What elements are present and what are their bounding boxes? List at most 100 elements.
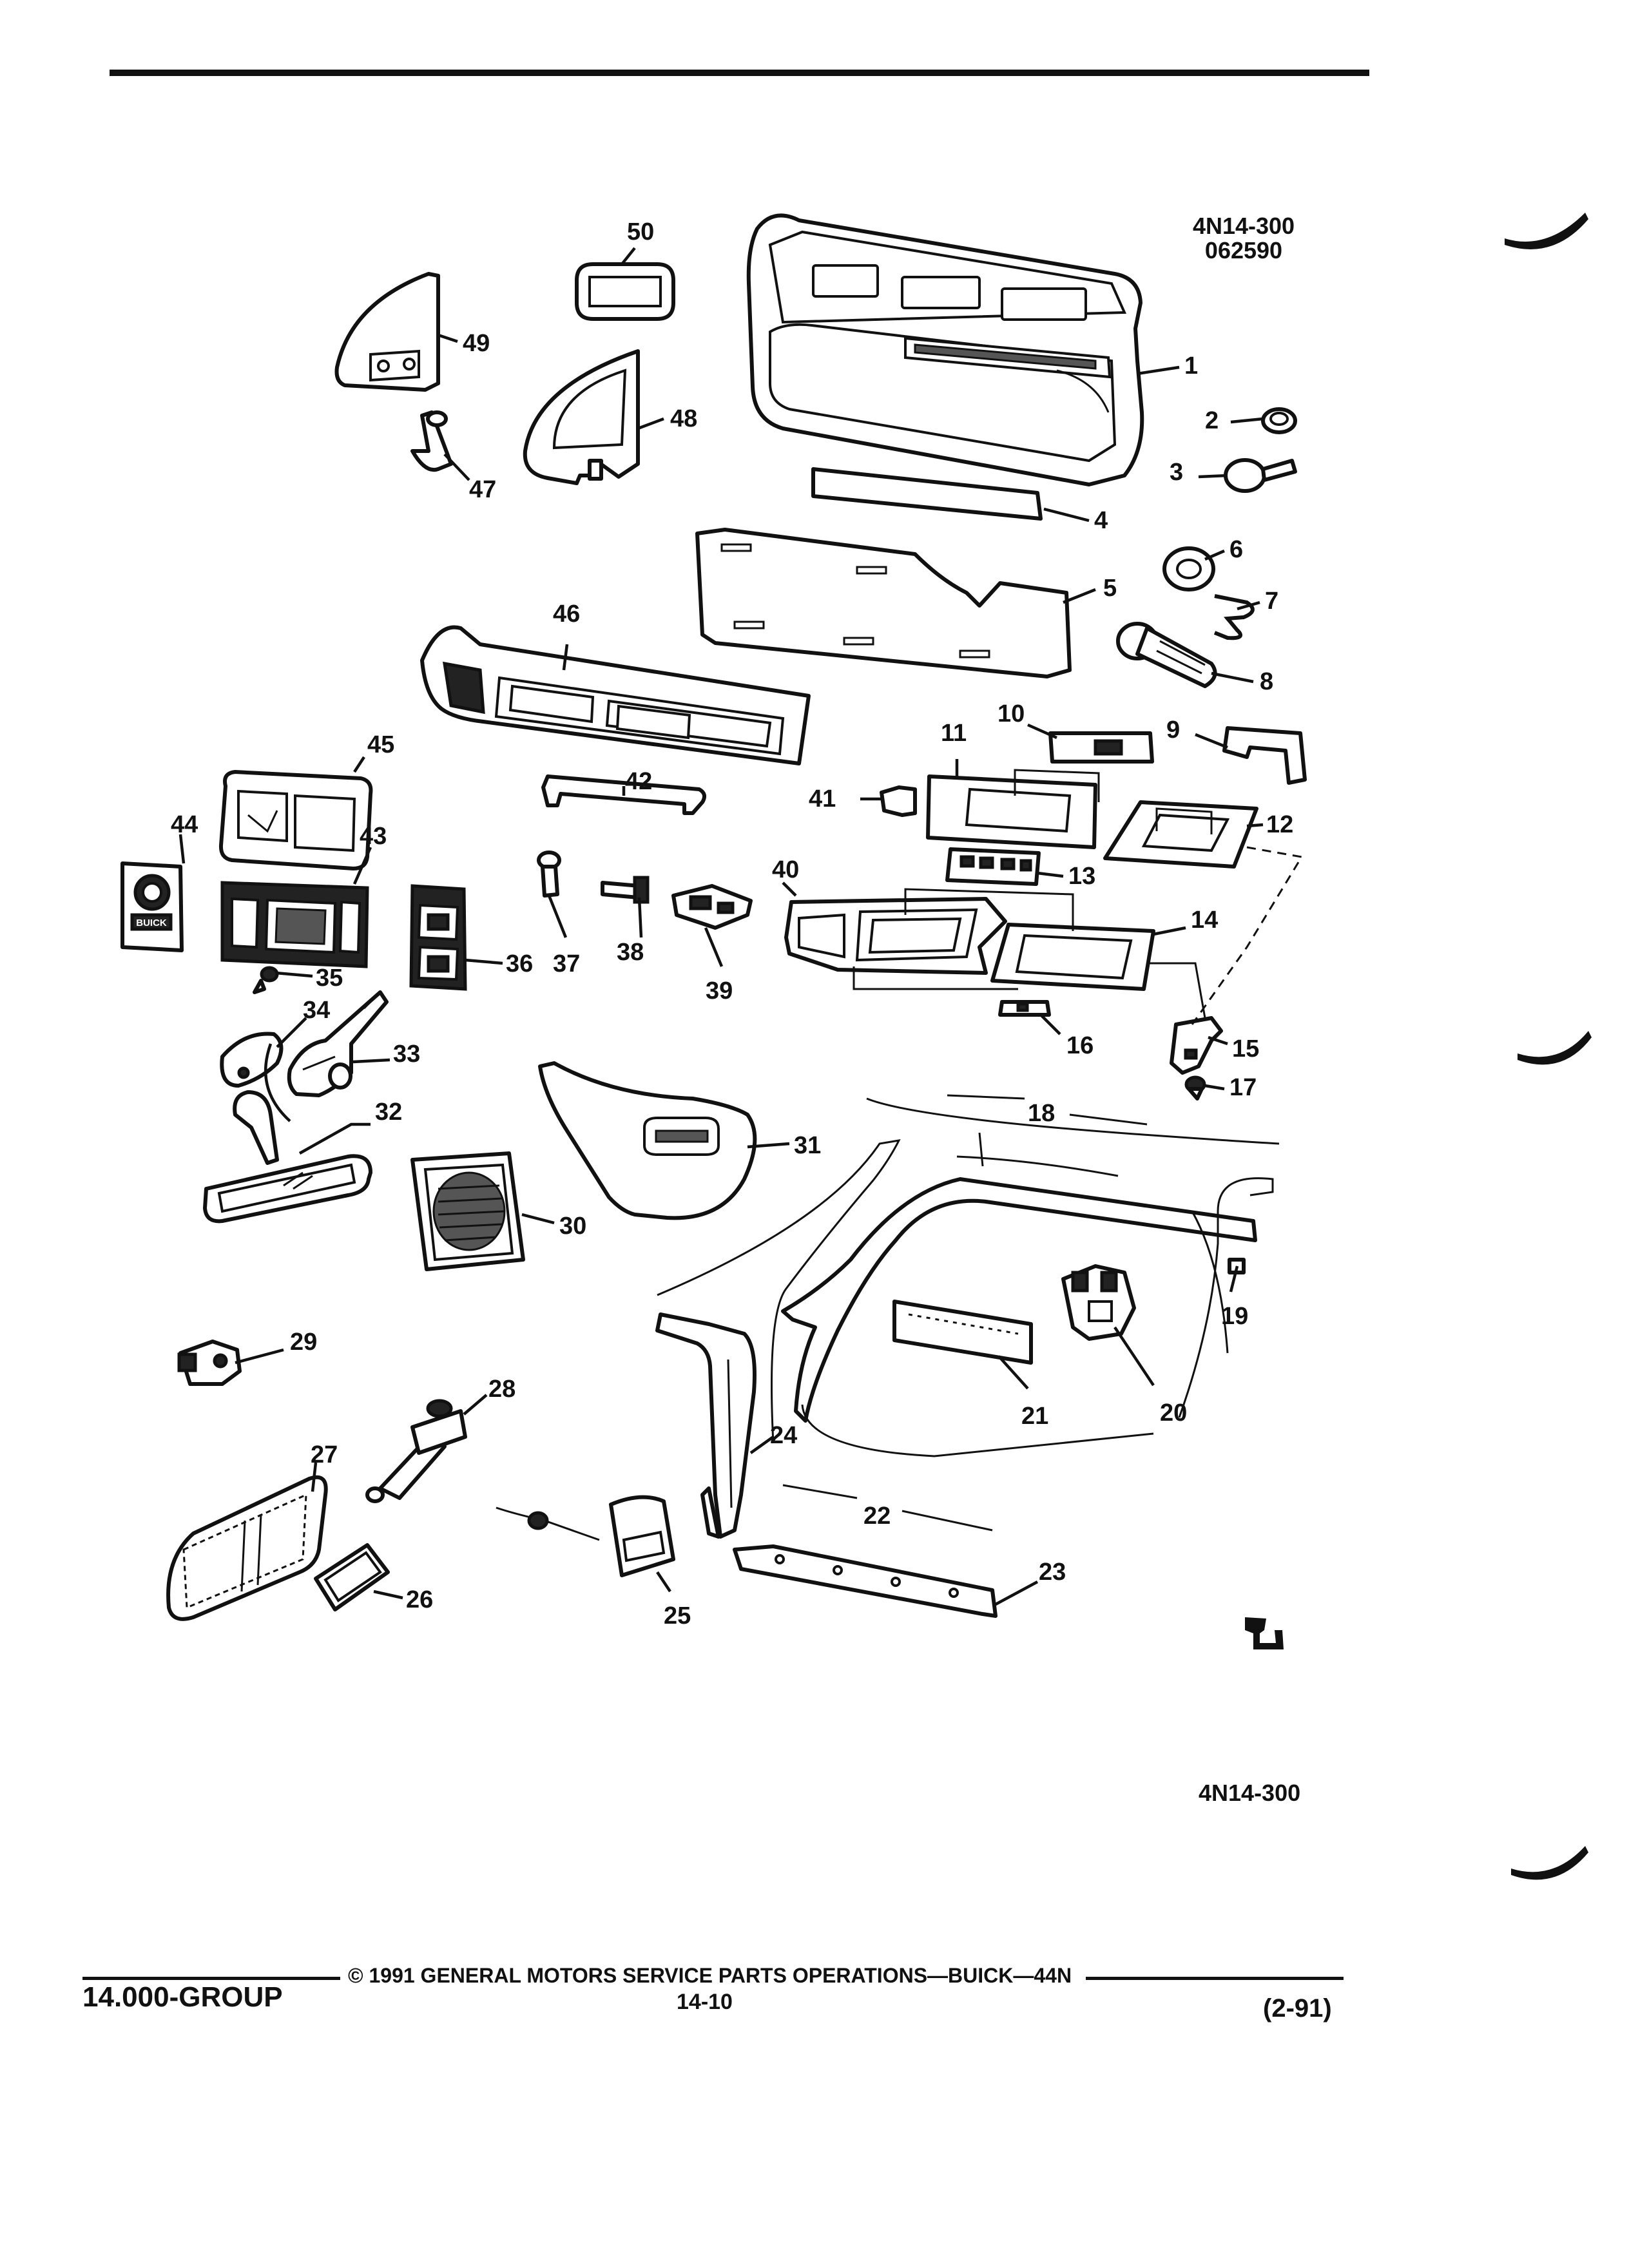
- footer-rule-left: [82, 1977, 340, 1980]
- part-31-lower-trim: [538, 1061, 757, 1220]
- callout-50: 50: [627, 218, 654, 245]
- part-23-sill-plate: [733, 1544, 998, 1618]
- part-43-switch-housing: [220, 881, 369, 968]
- figure-date: 062590: [1204, 237, 1283, 264]
- callout-7: 7: [1265, 588, 1278, 615]
- part-35-screw: [253, 966, 279, 994]
- part-38-bolt: [601, 876, 650, 904]
- part-34-cover: [220, 1032, 284, 1088]
- callout-33: 33: [393, 1041, 420, 1068]
- part-25-switch-cable: [496, 1495, 675, 1577]
- callout-16: 16: [1066, 1032, 1094, 1059]
- callout-45: 45: [367, 731, 394, 758]
- callout-12: 12: [1266, 811, 1293, 838]
- figure-code: 4N14-300: [1192, 213, 1295, 239]
- part-8-window-crank: [1116, 622, 1217, 688]
- callout-32: 32: [375, 1099, 402, 1126]
- part-40-bezel: [784, 897, 1007, 975]
- callout-48: 48: [670, 405, 697, 432]
- callout-30: 30: [559, 1213, 586, 1240]
- callout-11: 11: [941, 720, 967, 747]
- footer-rule-right: [1086, 1977, 1344, 1980]
- callout-26: 26: [406, 1586, 433, 1613]
- callout-13: 13: [1068, 863, 1095, 890]
- callout-labels: 1 2 3 4 5 6 7 8 9 10 11 12 13 14 15 16 1…: [171, 218, 1293, 1629]
- part-26-mirror: [314, 1543, 390, 1611]
- callout-27: 27: [311, 1441, 338, 1468]
- part-47-stud: [410, 410, 453, 472]
- callout-23: 23: [1039, 1559, 1066, 1586]
- callout-40: 40: [772, 856, 799, 883]
- corner-marks: [1245, 213, 1592, 1880]
- callout-2: 2: [1205, 407, 1219, 434]
- part-17-screw: [1184, 1075, 1206, 1100]
- callout-28: 28: [488, 1376, 516, 1403]
- callout-22: 22: [863, 1503, 891, 1530]
- callout-6: 6: [1229, 536, 1243, 563]
- callout-29: 29: [290, 1329, 317, 1356]
- part-14-bezel: [990, 923, 1155, 991]
- callout-41: 41: [809, 785, 836, 812]
- part-9-bracket: [1222, 726, 1307, 785]
- guide-12-15: [1191, 846, 1304, 1025]
- callout-3: 3: [1170, 459, 1183, 486]
- guide-13-14: [904, 888, 1074, 931]
- guide-22-right: [901, 1510, 993, 1532]
- part-13-master-switch: [945, 847, 1041, 886]
- footer-revision: (2-91): [1263, 1994, 1332, 2023]
- guide-18-right: [1069, 1113, 1148, 1126]
- footer-group: 14.000-GROUP: [82, 1981, 283, 2013]
- callout-21: 21: [1021, 1403, 1048, 1430]
- part-2-knob: [1261, 407, 1297, 434]
- callout-1: 1: [1184, 352, 1198, 380]
- footer-page: 14-10: [677, 1990, 733, 2014]
- callout-46: 46: [553, 601, 580, 628]
- part-3-knob: [1224, 458, 1297, 493]
- part-33-mirror-bracket: [287, 990, 389, 1097]
- callout-43: 43: [360, 823, 387, 850]
- callout-15: 15: [1232, 1035, 1259, 1062]
- part-11-switch-bezel: [926, 774, 1097, 849]
- callout-39: 39: [706, 977, 733, 1004]
- guide-18-left: [947, 1094, 1025, 1100]
- part-29-lamp-socket: [177, 1340, 242, 1386]
- header-rule: [110, 70, 1369, 76]
- part-30-speaker-grille: [410, 1151, 525, 1271]
- callout-35: 35: [316, 965, 343, 992]
- callout-17: 17: [1229, 1074, 1257, 1101]
- callout-18: 18: [1028, 1100, 1055, 1127]
- leader-lines: [178, 247, 1264, 1606]
- callout-5: 5: [1103, 575, 1117, 602]
- part-44-emblem: BUICK: [120, 861, 184, 952]
- callout-42: 42: [625, 768, 652, 795]
- callout-25: 25: [664, 1602, 691, 1629]
- part-39-switch: [671, 884, 753, 930]
- callout-8: 8: [1260, 668, 1273, 695]
- part-6-escutcheon: [1162, 546, 1215, 591]
- part-50-lens: [575, 262, 675, 321]
- callout-31: 31: [794, 1132, 821, 1159]
- part-15-bracket: [1170, 1016, 1223, 1075]
- figure-code-bottom: 4N14-300: [1199, 1780, 1301, 1806]
- emblem-text: BUICK: [136, 918, 167, 928]
- part-36-power-switch: [409, 884, 467, 991]
- part-20-latch: [1061, 1264, 1136, 1341]
- part-48-mirror-trim: [523, 349, 640, 485]
- part-24-pillar-trim: [655, 1312, 757, 1539]
- callout-20: 20: [1160, 1399, 1187, 1427]
- figure-code-header: 4N14-300 062590: [1153, 214, 1334, 263]
- guide-14-15: [1147, 962, 1206, 1019]
- callout-34: 34: [303, 997, 330, 1024]
- part-7-clip: [1213, 594, 1255, 640]
- callout-9: 9: [1166, 716, 1180, 744]
- part-46-upper-trim: [420, 625, 811, 765]
- callout-47: 47: [469, 476, 496, 503]
- part-41-clip: [880, 785, 917, 817]
- part-32-rearview-mirror: [203, 1090, 372, 1224]
- callout-14: 14: [1191, 907, 1218, 934]
- part-16-clip: [998, 1000, 1051, 1017]
- callout-24: 24: [770, 1422, 797, 1449]
- part-21-panel: [892, 1300, 1033, 1365]
- part-37-stud: [537, 850, 561, 898]
- callout-10: 10: [998, 700, 1025, 727]
